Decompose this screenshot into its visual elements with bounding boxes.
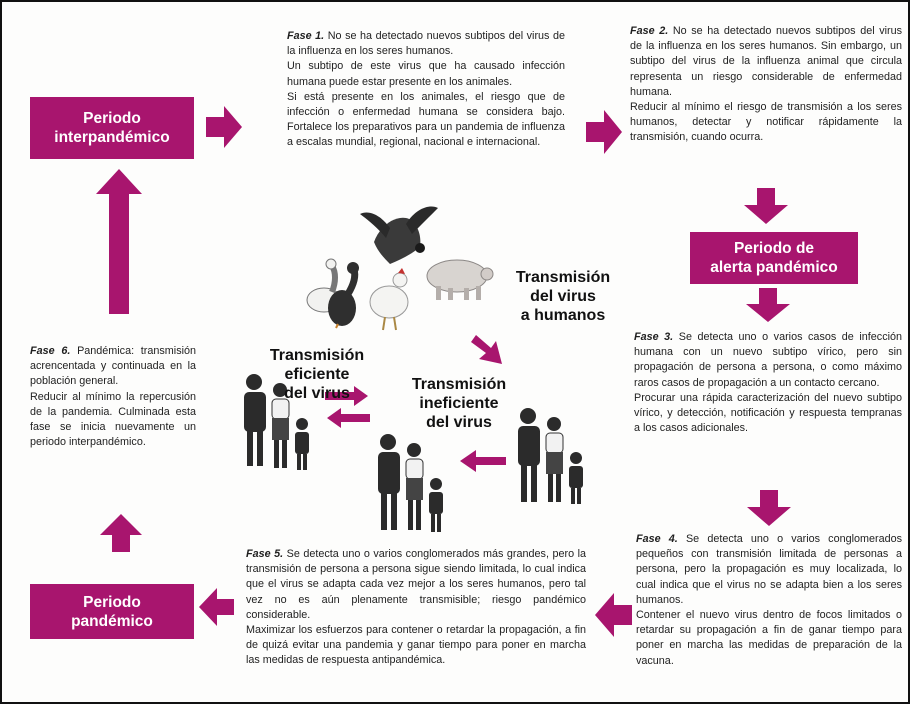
duck-icon: [328, 262, 359, 329]
efficient-transmission-label: Transmisión eficiente del virus: [269, 347, 365, 402]
arrow-down-icon: [744, 188, 788, 224]
phase-paragraph: Procurar una rápida caracterización del …: [634, 391, 902, 435]
arrow-up-icon: [96, 169, 142, 314]
family-icon: [518, 408, 583, 504]
phase-label: Fase 3.: [634, 331, 674, 343]
phase-2-text: Fase 2. No se ha detectado nuevos subtip…: [630, 24, 902, 146]
arrow-right-icon: [586, 110, 622, 154]
phase-paragraph: Se detecta uno o varios conglomerados pe…: [636, 533, 903, 606]
phase-6-text: Fase 6. Pandémica: transmisión acrencent…: [30, 344, 196, 450]
transmission-to-humans-label: Transmisión del virus a humanos: [515, 269, 611, 324]
family-icon: [244, 374, 309, 470]
arrow-left-icon: [327, 408, 370, 428]
arrow-right-icon: [325, 386, 368, 406]
arrow-right-icon: [206, 106, 242, 148]
arrow-down-icon: [747, 490, 791, 526]
phase-1-text: Fase 1. No se ha detectado nuevos subtip…: [287, 29, 565, 151]
chicken-icon: [369, 268, 409, 331]
phase-4-text: Fase 4. Se detecta uno o varios conglome…: [636, 532, 902, 669]
arrow-down-icon: [746, 288, 790, 322]
phase-label: Fase 1.: [287, 30, 325, 42]
pig-icon: [426, 259, 494, 300]
inefficient-transmission-label: Transmisión ineficiente del virus: [411, 376, 507, 431]
phase-paragraph: Contener el nuevo virus dentro de focos …: [636, 609, 902, 667]
phase-paragraph: Un subtipo de este virus que ha causado …: [287, 60, 565, 88]
duck-icon: [360, 206, 438, 264]
phase-paragraph: Se detecta uno o varios casos de infecci…: [634, 331, 902, 389]
phase-paragraph: No se ha detectado nuevos subtipos del v…: [287, 30, 566, 58]
arrow-left-icon: [199, 588, 234, 626]
phase-5-text: Fase 5. Se detecta uno o varios conglome…: [246, 547, 586, 669]
phase-label: Fase 6.: [30, 345, 71, 357]
family-icon: [378, 434, 443, 532]
phase-label: Fase 4.: [636, 533, 678, 545]
animals-group: [306, 206, 494, 331]
phase-paragraph: Pandémica: transmisión acrencentada y co…: [30, 345, 196, 388]
phase-paragraph: Reducir al mínimo el riesgo de transmisi…: [630, 101, 902, 144]
phase-paragraph: No se ha detectado nuevos subtipos del v…: [630, 25, 903, 98]
period-alert-box: Periodo de alerta pandémico: [690, 232, 858, 284]
phase-paragraph: Se detecta uno o varios conglomerados má…: [246, 548, 586, 621]
phase-label: Fase 2.: [630, 25, 669, 37]
phase-paragraph: Reducir al mínimo la repercusión de la p…: [30, 390, 196, 449]
arrow-left-icon: [460, 450, 506, 472]
period-pandemic-box: Periodo pandémico: [30, 584, 194, 639]
phase-paragraph: Maximizar los esfuerzos para contener o …: [246, 624, 586, 667]
arrow-up-icon: [100, 514, 142, 552]
phase-3-text: Fase 3. Se detecta uno o varios casos de…: [634, 330, 902, 436]
arrow-diagonal-icon: [471, 335, 502, 364]
phase-label: Fase 5.: [246, 548, 284, 560]
period-interpandemic-box: Periodo interpandémico: [30, 97, 194, 159]
arrow-left-icon: [595, 593, 632, 637]
phase-paragraph: Si está presente en los animales, el rie…: [287, 90, 565, 149]
